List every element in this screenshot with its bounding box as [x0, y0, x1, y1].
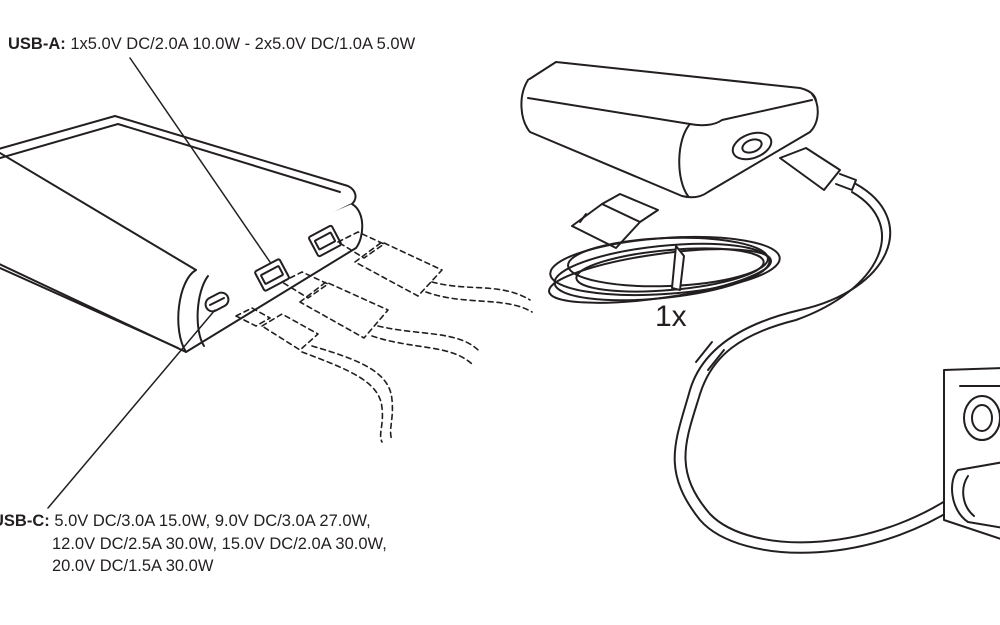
usb-a-label: USB-A:	[8, 35, 66, 53]
usb-c-spec-line-1: USB-C: 5.0V DC/3.0A 15.0W, 9.0V DC/3.0A …	[0, 511, 371, 532]
usb-a-leader-line	[129, 57, 271, 263]
power-cable	[673, 147, 981, 554]
usb-a-spec-text: USB-A: 1x5.0V DC/2.0A 10.0W - 2x5.0V DC/…	[8, 34, 415, 55]
usb-c-label: USB-C:	[0, 512, 50, 530]
usb-c-spec-1: 5.0V DC/3.0A 15.0W, 9.0V DC/3.0A 27.0W,	[54, 512, 371, 530]
coiled-power-cable	[548, 193, 781, 304]
usb-a-port-upper	[308, 224, 342, 258]
dashed-usb-a-plug-upper	[337, 231, 533, 313]
dashed-usb-c-plug	[235, 307, 394, 443]
usb-a-spec: 1x5.0V DC/2.0A 10.0W - 2x5.0V DC/1.0A 5.…	[70, 35, 416, 53]
usb-c-port	[204, 291, 230, 313]
charger-rear-view	[520, 61, 819, 199]
usb-c-leader-line	[47, 309, 216, 509]
cable-quantity-label: 1x	[655, 300, 687, 333]
charger-front-view	[0, 115, 364, 353]
dashed-usb-a-plug-lower	[281, 271, 481, 365]
wall-socket	[943, 367, 1000, 540]
usb-c-spec-line-3: 20.0V DC/1.5A 30.0W	[52, 557, 214, 575]
usb-c-spec-line-2: 12.0V DC/2.5A 30.0W, 15.0V DC/2.0A 30.0W…	[52, 535, 387, 553]
usb-a-port-lower	[254, 258, 290, 292]
